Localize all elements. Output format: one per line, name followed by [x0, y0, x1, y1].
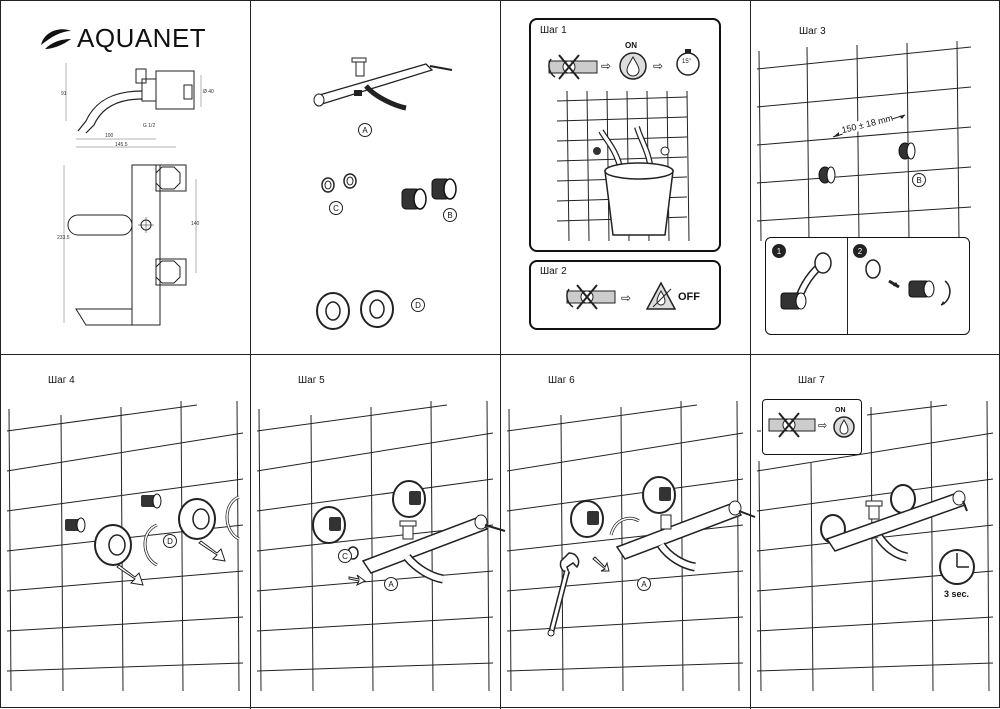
dim-233: 233.5	[57, 235, 70, 241]
step7-timer-label: 3 sec.	[944, 589, 970, 599]
step2-box	[529, 260, 721, 330]
dim-g12: G 1/2	[143, 123, 156, 129]
part-label-d: D	[411, 298, 425, 312]
part-label-d: D	[163, 534, 177, 548]
aquanet-logo-icon	[41, 29, 71, 49]
step2-off-label: OFF	[678, 291, 700, 303]
step6-label: Шаг 6	[548, 375, 575, 386]
arrow-right-icon: ⇨	[653, 59, 664, 73]
valve-icon	[768, 412, 816, 438]
step1-tile-wall-bucket	[556, 90, 690, 242]
step4-label: Шаг 4	[48, 375, 75, 386]
dim-100: 100	[105, 133, 114, 139]
step3-tile-wall	[756, 40, 972, 242]
step1-label: Шаг 1	[540, 25, 567, 36]
divider	[1, 354, 1000, 355]
part-label-a: A	[358, 123, 372, 137]
dim-91: 91	[61, 91, 67, 97]
decorative-caps-part	[316, 290, 394, 330]
wrench-icon	[547, 552, 580, 637]
dim-145: 145.5	[115, 142, 128, 148]
divider	[750, 1, 751, 709]
dim-40: Ø 40	[203, 89, 214, 95]
detail-number-2: 2	[853, 244, 867, 258]
dim-140: 140	[191, 221, 200, 227]
eccentric-fitting-detail	[780, 252, 832, 310]
mixer-side-view-drawing	[65, 63, 202, 148]
water-drop-warning-icon	[645, 281, 677, 310]
divider	[500, 1, 501, 709]
step3-label: Шаг 3	[799, 26, 826, 37]
step3-detail-box	[765, 237, 970, 335]
water-drop-icon	[833, 416, 855, 438]
step5-tile-wall	[256, 400, 506, 692]
stopwatch-icon	[676, 49, 700, 76]
detail-number-1: 1	[772, 244, 786, 258]
clock-icon	[939, 549, 975, 585]
step1-on-label: ON	[625, 41, 637, 50]
stopwatch-value: 15"	[682, 59, 691, 65]
part-label-a: A	[384, 577, 398, 591]
step5-label: Шаг 5	[298, 375, 325, 386]
valve-icon	[548, 54, 598, 80]
eccentric-fittings-part	[401, 178, 457, 210]
step6-tile-wall	[506, 400, 756, 692]
part-label-b: B	[912, 173, 926, 187]
mixer-body-part	[313, 57, 453, 111]
step7-label: Шаг 7	[798, 375, 825, 386]
brand-name: AQUANET	[77, 23, 207, 53]
arrow-right-icon: ⇨	[621, 291, 632, 305]
step2-label: Шаг 2	[540, 266, 567, 277]
arrow-right-icon: ⇨	[601, 59, 612, 73]
water-drop-icon	[619, 52, 647, 80]
valve-icon	[566, 284, 616, 310]
step4-tile-wall	[6, 400, 244, 692]
part-label-a: A	[637, 577, 651, 591]
step7-tile-wall	[756, 400, 994, 692]
divider	[847, 238, 848, 334]
arrow-right-icon	[592, 556, 610, 572]
mixer-front-view-drawing	[63, 164, 197, 326]
part-label-c: C	[329, 201, 343, 215]
fitting-assembly-detail	[865, 259, 951, 306]
gasket-rings-part	[321, 173, 357, 193]
step7-on-label: ON	[835, 407, 846, 414]
part-label-c: C	[338, 549, 352, 563]
part-label-b: B	[443, 208, 457, 222]
arrow-right-icon: ⇨	[818, 420, 828, 432]
divider	[250, 1, 251, 709]
